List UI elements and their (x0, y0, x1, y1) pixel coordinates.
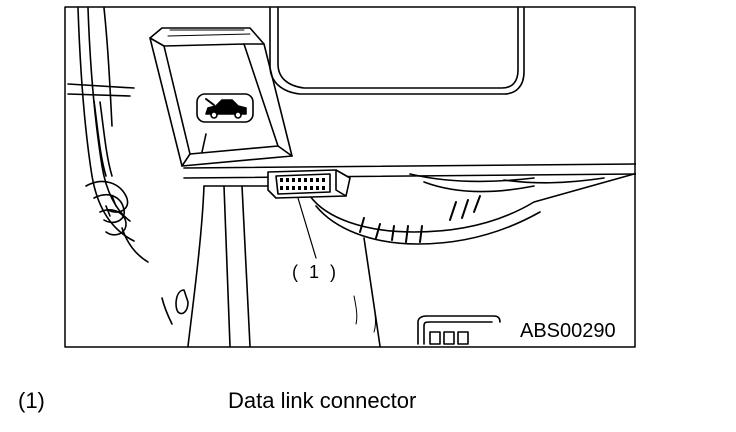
data-link-connector (267, 169, 351, 199)
dashboard-lower-edge (183, 163, 636, 187)
dashboard-illustration (64, 6, 636, 348)
coiled-harness (85, 180, 149, 263)
callout-label-1: ( 1 ) (292, 262, 340, 282)
figure-frame (64, 6, 636, 348)
figure-id: ABS00290 (520, 320, 616, 342)
floor-vent (417, 315, 501, 345)
hood-release-housing (149, 27, 293, 167)
diagram-figure: ( 1 ) ABS00290 (64, 6, 636, 348)
car-hood-open-icon (196, 93, 254, 123)
glovebox-outline (269, 7, 525, 95)
legend-description: Data link connector (228, 388, 417, 413)
left-pillar (67, 7, 135, 242)
lower-panel (161, 185, 381, 347)
legend-row: (1) Data link connector (0, 386, 736, 418)
steering-column-cover (309, 173, 635, 245)
legend-number: (1) (18, 388, 45, 413)
callout-leader-line (297, 197, 317, 259)
